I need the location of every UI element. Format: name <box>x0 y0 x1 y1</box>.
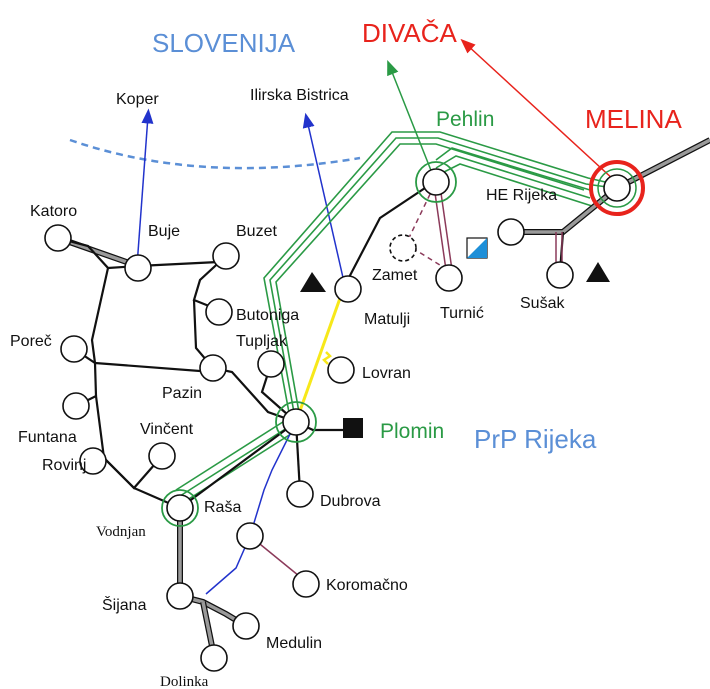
node-tupljak <box>257 350 285 378</box>
label-vincent: Vinčent <box>140 421 194 438</box>
divaca-arrow <box>387 60 435 179</box>
label-turnic: Turnić <box>440 305 484 322</box>
node-rovinj <box>79 447 107 475</box>
label-plomin: Plomin <box>380 420 444 443</box>
node-koromacno <box>292 570 320 598</box>
node-dolinka <box>200 644 228 672</box>
node-butoniga <box>205 298 233 326</box>
border-dashed-line <box>69 138 361 170</box>
vodnjan-ring <box>161 489 199 527</box>
node-buzet <box>212 242 240 270</box>
label-pehlin: Pehlin <box>436 108 494 131</box>
node-pazin <box>199 354 227 382</box>
node-funtana <box>62 392 90 420</box>
label-rovinj: Rovinj <box>42 457 86 474</box>
label-pazin: Pazin <box>162 385 202 402</box>
node-medulin <box>232 612 260 640</box>
gray-220kv-lines <box>57 137 710 657</box>
node-vincent <box>148 442 176 470</box>
label-vodnjan: Vodnjan <box>96 524 146 540</box>
black-110kv-lines <box>57 181 565 510</box>
node-plomin <box>282 408 310 436</box>
label-he-rijeka: HE Rijeka <box>486 187 557 204</box>
ilirska-bistrica-arrow <box>302 112 345 283</box>
label-matulji: Matulji <box>364 311 410 328</box>
label-susak: Sušak <box>520 295 565 312</box>
label-melina: MELINA <box>585 104 682 134</box>
label-medulin: Medulin <box>266 635 322 652</box>
label-divaca: DIVAČA <box>362 18 458 48</box>
node-porec <box>60 335 88 363</box>
susak-triangle-icon <box>586 262 610 282</box>
label-katoro: Katoro <box>30 203 77 220</box>
label-buje: Buje <box>148 223 180 240</box>
label-prp-rijeka: PrP Rijeka <box>474 424 597 454</box>
label-rasa: Raša <box>204 499 241 516</box>
matulji-triangle-icon <box>300 272 326 292</box>
label-slovenija: SLOVENIJA <box>152 28 296 58</box>
node-rasa <box>236 522 264 550</box>
matulji-yellow-marker <box>322 351 332 365</box>
koper-arrow <box>136 108 154 267</box>
he-rijeka-hydro-icon <box>466 237 488 259</box>
label-ilirska-bistrica: Ilirska Bistrica <box>250 87 349 104</box>
node-melina <box>603 174 631 202</box>
melina-green-ring <box>597 168 637 208</box>
melina-arrow <box>460 38 615 181</box>
label-butoniga: Butoniga <box>236 307 299 324</box>
label-koromacno: Koromačno <box>326 577 408 594</box>
node-he-rijeka <box>497 218 525 246</box>
node-vodnjan <box>166 494 194 522</box>
node-katoro <box>44 224 72 252</box>
label-funtana: Funtana <box>18 429 77 446</box>
yellow-line-matulji-plomin <box>294 286 346 423</box>
node-zamet <box>389 234 417 262</box>
node-buje <box>124 254 152 282</box>
label-lovran: Lovran <box>362 365 411 382</box>
melina-ring <box>589 160 645 216</box>
plomin-ring <box>275 401 317 443</box>
node-dubrova <box>286 480 314 508</box>
label-buzet: Buzet <box>236 223 277 240</box>
label-dolinka: Dolinka <box>160 674 209 689</box>
label-tupljak: Tupljak <box>236 333 288 350</box>
node-sijana <box>166 582 194 610</box>
node-susak <box>546 261 574 289</box>
pehlin-ring <box>415 161 457 203</box>
plomin-power-plant-icon <box>343 418 363 438</box>
label-porec: Poreč <box>10 333 52 350</box>
label-dubrova: Dubrova <box>320 493 381 510</box>
label-sijana: Šijana <box>102 595 147 614</box>
label-zamet: Zamet <box>372 267 418 284</box>
node-lovran <box>327 356 355 384</box>
blue-line-rasa <box>205 421 297 595</box>
label-koper: Koper <box>116 91 159 108</box>
node-turnic <box>435 264 463 292</box>
node-matulji <box>334 275 362 303</box>
node-pehlin <box>422 168 450 196</box>
